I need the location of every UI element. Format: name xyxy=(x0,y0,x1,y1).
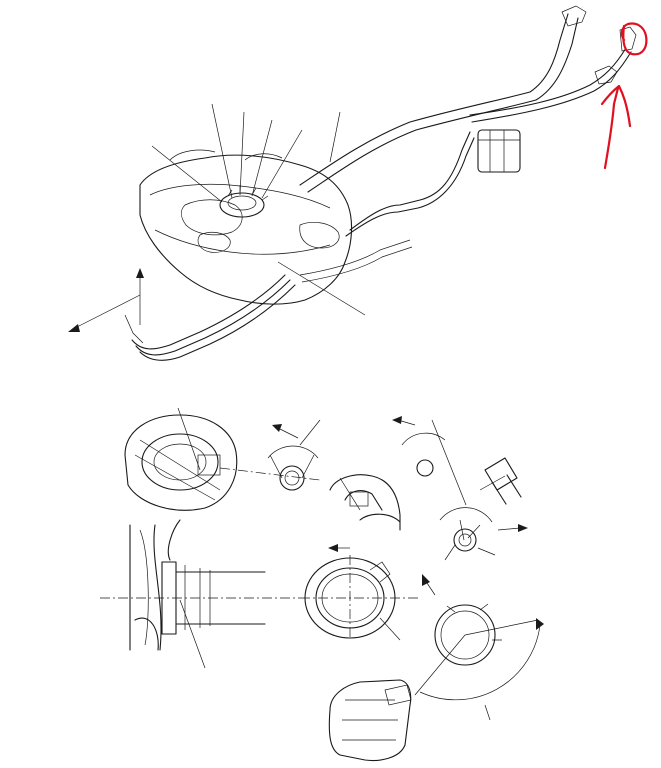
fuel-pump-module xyxy=(219,192,265,218)
red-arrow-annotation xyxy=(600,84,632,170)
pipe-joint-section xyxy=(100,519,300,669)
sensor-component xyxy=(479,457,522,505)
fuel-line-bundle xyxy=(349,131,471,231)
connector-rotation-detail-1 xyxy=(267,419,321,491)
connector-rotation-detail-3 xyxy=(439,507,528,561)
filler-pipe xyxy=(299,13,569,186)
quick-connector-section xyxy=(328,574,544,762)
ring-connector-section xyxy=(300,544,420,641)
fuel-tank-assembly xyxy=(68,5,637,361)
red-circle-annotation xyxy=(620,22,648,56)
connector-rotation-detail-2 xyxy=(392,416,467,506)
red-annotation xyxy=(600,22,648,170)
evap-canister xyxy=(477,129,521,173)
bracket-detail xyxy=(329,474,401,531)
fuel-tank-outline xyxy=(139,154,353,305)
pump-flange-detail xyxy=(124,407,321,511)
